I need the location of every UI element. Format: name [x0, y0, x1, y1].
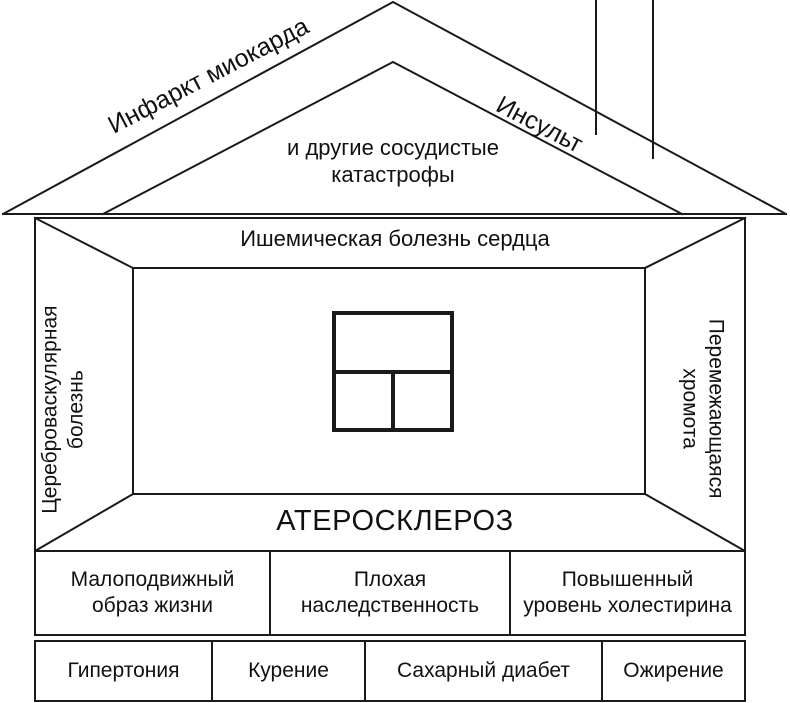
corner-line-bottom-left — [33, 492, 135, 553]
risk-row-upper-outline — [34, 550, 746, 636]
inner-roof-outline — [101, 60, 684, 216]
corner-line-bottom-right — [643, 492, 747, 553]
outer-roof-outline — [2, 0, 787, 215]
risk-row-lower-outline — [34, 640, 746, 702]
window-frame — [332, 311, 454, 432]
interior-rectangle — [132, 267, 646, 495]
chimney-shape — [595, 0, 654, 159]
corner-line-top-left — [33, 216, 135, 270]
corner-line-top-right — [643, 216, 747, 270]
